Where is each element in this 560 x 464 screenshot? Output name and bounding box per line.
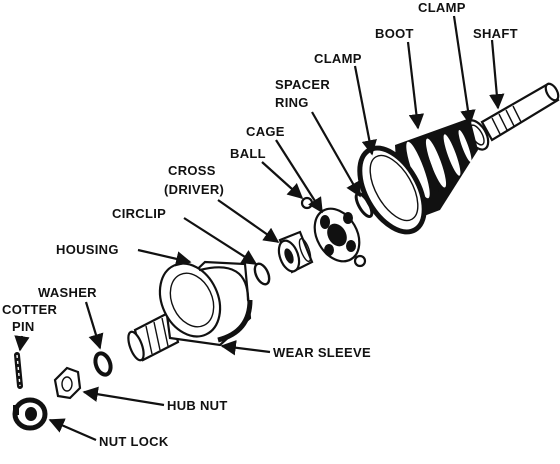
leader-washer	[84, 301, 104, 350]
label-boot: BOOT	[375, 26, 414, 41]
label-circlip: CIRCLIP	[112, 206, 166, 221]
housing-part	[127, 260, 253, 362]
leader-lines	[14, 15, 505, 442]
leader-ball	[261, 161, 304, 200]
leader-housing	[137, 248, 192, 267]
label-spacer-line2: RING	[275, 95, 309, 110]
label-washer: WASHER	[38, 285, 97, 300]
cage-part	[313, 207, 367, 268]
leader-wear-sleeve	[220, 340, 271, 356]
washer-part	[93, 351, 113, 377]
label-cage: CAGE	[246, 124, 285, 139]
leader-shaft	[489, 39, 505, 110]
label-cotter-line2: PIN	[12, 319, 35, 334]
cotter-pin-part	[14, 352, 23, 389]
leader-boot	[406, 41, 425, 130]
part-labels: CLAMP BOOT SHAFT CLAMP SPACER RING CAGE …	[2, 0, 518, 449]
circlip-part	[253, 262, 271, 286]
label-housing: HOUSING	[56, 242, 119, 257]
leader-hub-nut	[82, 386, 165, 407]
leader-spacer-ring	[311, 111, 361, 198]
label-clamp-left: CLAMP	[314, 51, 362, 66]
label-wear-sleeve: WEAR SLEEVE	[273, 345, 371, 360]
label-cotter-line1: COTTER	[2, 302, 58, 317]
label-ball: BALL	[230, 146, 266, 161]
label-clamp-top: CLAMP	[418, 0, 466, 15]
leader-clamp-top	[452, 15, 476, 126]
hub-nut-part	[53, 366, 82, 400]
leader-nut-lock	[48, 418, 97, 442]
label-cross-line1: CROSS	[168, 163, 216, 178]
label-shaft: SHAFT	[473, 26, 518, 41]
shaft-part	[480, 82, 560, 142]
leader-cotter-pin	[14, 335, 30, 352]
nut-lock-part	[12, 397, 48, 431]
label-nut-lock: NUT LOCK	[99, 434, 169, 449]
ball-part	[300, 196, 314, 210]
cross-driver-part	[277, 230, 314, 274]
leader-cross-driver	[217, 199, 280, 243]
label-cross-line2: (DRIVER)	[164, 182, 224, 197]
label-hub-nut: HUB NUT	[167, 398, 228, 413]
leader-circlip	[183, 217, 258, 265]
leader-cage	[275, 139, 323, 214]
label-spacer-line1: SPACER	[275, 77, 330, 92]
leader-clamp-left	[353, 65, 377, 156]
